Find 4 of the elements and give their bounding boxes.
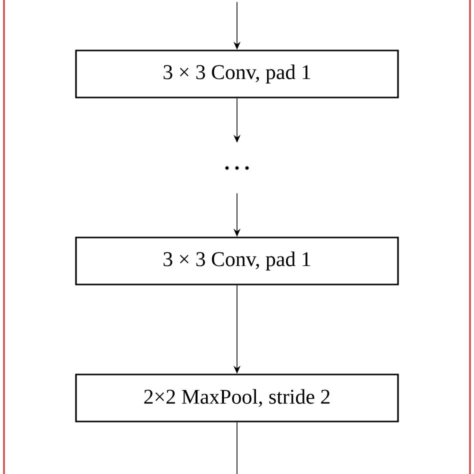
ellipsis-text: … bbox=[225, 166, 249, 170]
layer-box: 3 × 3 Conv, pad 1 bbox=[75, 236, 399, 286]
layer-box: 3 × 3 Conv, pad 1 bbox=[75, 50, 399, 98]
layer-box: 2×2 MaxPool, stride 2 bbox=[75, 374, 399, 422]
